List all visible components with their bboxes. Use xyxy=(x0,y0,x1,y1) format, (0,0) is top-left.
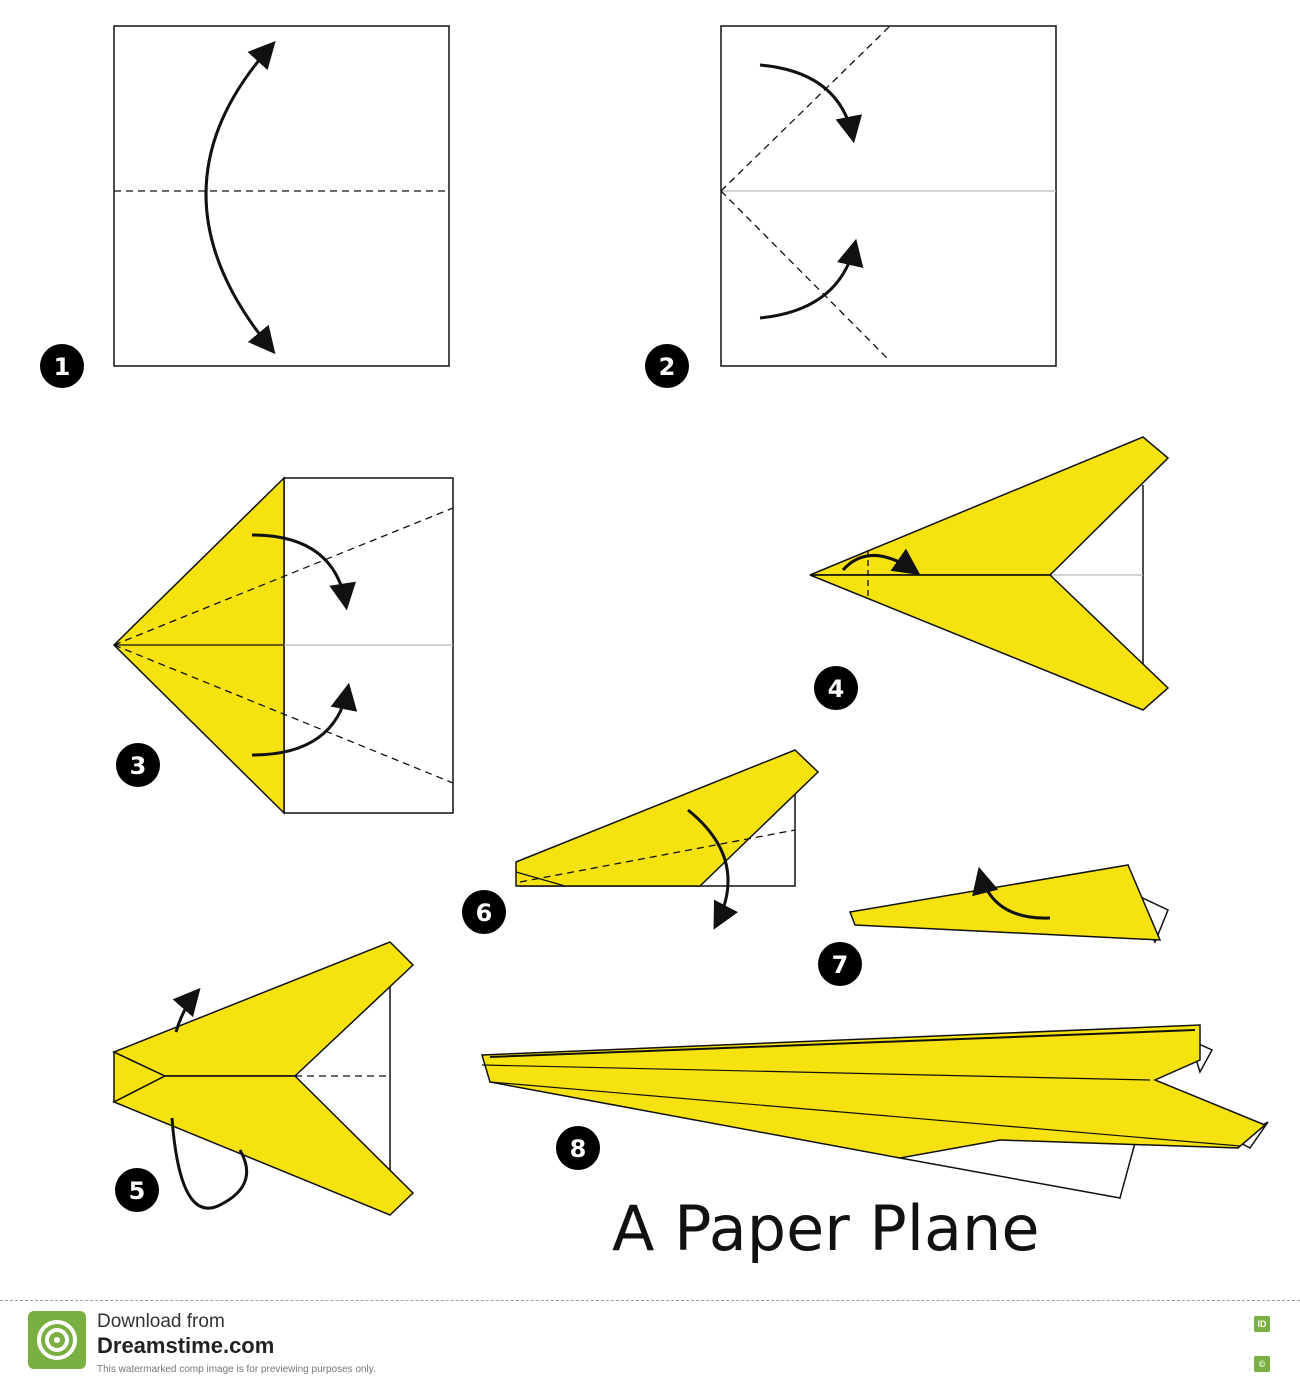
yellow-wing-bottom xyxy=(809,574,1170,711)
step-2-diagram xyxy=(720,25,1057,367)
fold-line-top xyxy=(113,507,454,646)
yellow-body xyxy=(481,1024,1267,1159)
watermark-note: This watermarked comp image is for previ… xyxy=(97,1364,376,1375)
site-link[interactable]: Dreamstime.com xyxy=(97,1333,275,1358)
brand-logo-icon xyxy=(28,1311,86,1369)
turn-over-arrow-head xyxy=(172,987,201,1033)
yellow-body xyxy=(515,749,820,887)
step-badges: 1 2 3 4 5 6 7 8 xyxy=(40,344,862,1212)
copyright-badge-icon: © xyxy=(1254,1356,1270,1372)
body-line xyxy=(481,1064,1151,1081)
step-badge-7 xyxy=(818,942,862,986)
step-badge-3 xyxy=(116,743,160,787)
fold-line-bottom xyxy=(113,644,454,784)
step-1-diagram xyxy=(113,25,450,367)
yellow-wing-bottom xyxy=(112,1075,415,1216)
step-badge-6 xyxy=(462,890,506,934)
step-3-diagram xyxy=(112,476,454,815)
fold-line-top xyxy=(720,25,891,192)
step-number-8: 8 xyxy=(570,1135,587,1163)
fold-arrow-bottom xyxy=(759,238,864,320)
step-number-7: 7 xyxy=(832,951,849,979)
footer-divider xyxy=(0,1300,1300,1301)
fold-arrow xyxy=(972,866,1051,920)
fold-arrow-top xyxy=(759,63,863,144)
step-6-diagram xyxy=(515,749,820,930)
step-number-6: 6 xyxy=(476,899,493,927)
paper-square xyxy=(720,25,1057,367)
step-7-diagram xyxy=(848,864,1169,944)
step-badge-8 xyxy=(556,1126,600,1170)
fold-arrow xyxy=(841,548,921,576)
turn-over-arrow xyxy=(170,1117,249,1210)
step-badge-2 xyxy=(645,344,689,388)
step-8-diagram xyxy=(481,1024,1269,1199)
diagram-title: A Paper Plane xyxy=(612,1192,1040,1265)
id-badge-icon: ID xyxy=(1254,1316,1270,1332)
step-number-4: 4 xyxy=(828,675,845,703)
step-number-2: 2 xyxy=(659,353,676,381)
yellow-wing-top xyxy=(809,436,1170,576)
yellow-wing-top xyxy=(112,941,415,1077)
fold-arrow-top xyxy=(251,533,356,611)
fold-arrow xyxy=(687,808,738,930)
paper-square xyxy=(113,25,450,367)
step-badge-1 xyxy=(40,344,84,388)
step-number-5: 5 xyxy=(129,1177,146,1205)
body-line xyxy=(489,1081,1241,1147)
step-badge-5 xyxy=(115,1168,159,1212)
inner-edge xyxy=(515,871,566,887)
spine-line xyxy=(489,1029,1196,1058)
step-badge-4 xyxy=(814,666,858,710)
step-number-1: 1 xyxy=(54,353,71,381)
fold-arrow-bottom xyxy=(251,682,358,757)
yellow-body xyxy=(848,864,1162,941)
download-label: Download from xyxy=(97,1311,225,1332)
step-5-diagram xyxy=(112,941,415,1216)
fold-line xyxy=(519,829,796,883)
fold-line-bottom xyxy=(720,190,891,362)
step-4-diagram xyxy=(809,436,1170,711)
fold-arrow xyxy=(204,40,276,355)
step-number-3: 3 xyxy=(130,752,147,780)
